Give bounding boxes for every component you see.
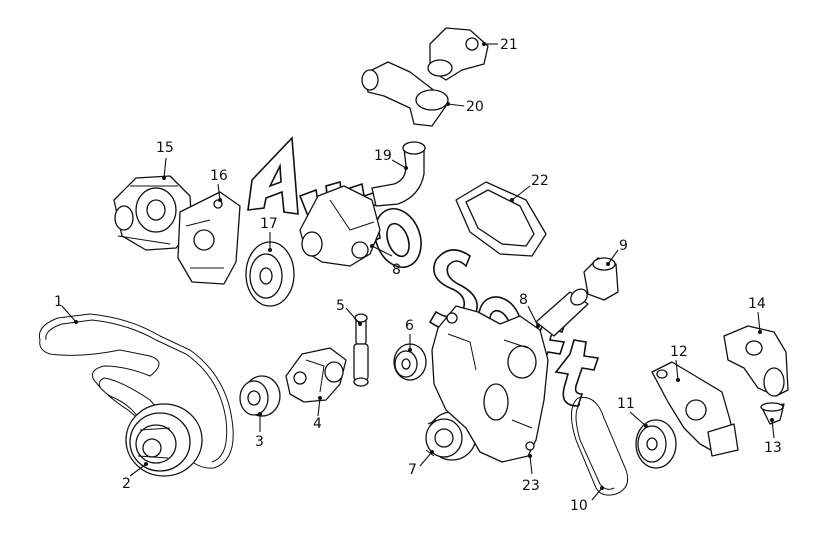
part-coolant-hose [371, 141, 426, 207]
part-tensioner [285, 347, 347, 403]
callout-16: 16 [210, 168, 228, 184]
part-cam-gear [635, 419, 677, 469]
part-plug [583, 257, 619, 301]
callout-10: 10 [570, 498, 588, 514]
callout-3: 3 [255, 434, 264, 450]
part-pump-housing [651, 361, 739, 457]
part-thermostat-housing [299, 185, 381, 267]
callout-labels: 1 2 3 4 5 6 7 8 8 9 10 11 12 13 14 15 16… [54, 37, 782, 514]
part-outlet-housing [723, 325, 789, 397]
watermark-letter-o [374, 208, 422, 268]
callout-11: 11 [617, 396, 635, 412]
part-bracket [177, 191, 241, 285]
callout-15: 15 [156, 140, 174, 156]
part-sleeve [535, 288, 589, 337]
watermark-letter-a [247, 136, 299, 215]
callout-2: 2 [122, 476, 131, 492]
callout-5: 5 [336, 298, 345, 314]
part-idler-roller [239, 375, 281, 417]
callout-12: 12 [670, 344, 688, 360]
part-guide-pulley [393, 343, 427, 381]
callout-7: 7 [408, 462, 417, 478]
part-timing-cover [431, 305, 549, 463]
part-cap [760, 402, 785, 425]
callout-14: 14 [748, 296, 766, 312]
callout-1: 1 [54, 294, 63, 310]
part-damper [353, 313, 369, 387]
callout-13: 13 [764, 440, 782, 456]
part-timing-chain [571, 396, 629, 496]
part-coolant-pipe [361, 61, 449, 127]
part-crank-pulley [125, 403, 203, 477]
leader-lines [61, 42, 775, 501]
callout-23: 23 [522, 478, 540, 494]
part-pump-pulley [245, 241, 295, 307]
watermark-letter-s [428, 249, 478, 331]
callout-6: 6 [405, 318, 414, 334]
callout-19: 19 [374, 148, 392, 164]
callout-8-lower: 8 [519, 292, 528, 308]
part-outlet-elbow [427, 27, 489, 81]
watermark-letter-t2 [554, 339, 600, 407]
callout-21: 21 [500, 37, 518, 53]
callout-17: 17 [260, 216, 278, 232]
callout-22: 22 [531, 173, 549, 189]
part-belt [38, 313, 234, 469]
callout-4: 4 [313, 416, 322, 432]
callout-8-upper: 8 [392, 262, 401, 278]
part-gasket [455, 181, 547, 257]
callout-9: 9 [619, 238, 628, 254]
callout-20: 20 [466, 99, 484, 115]
